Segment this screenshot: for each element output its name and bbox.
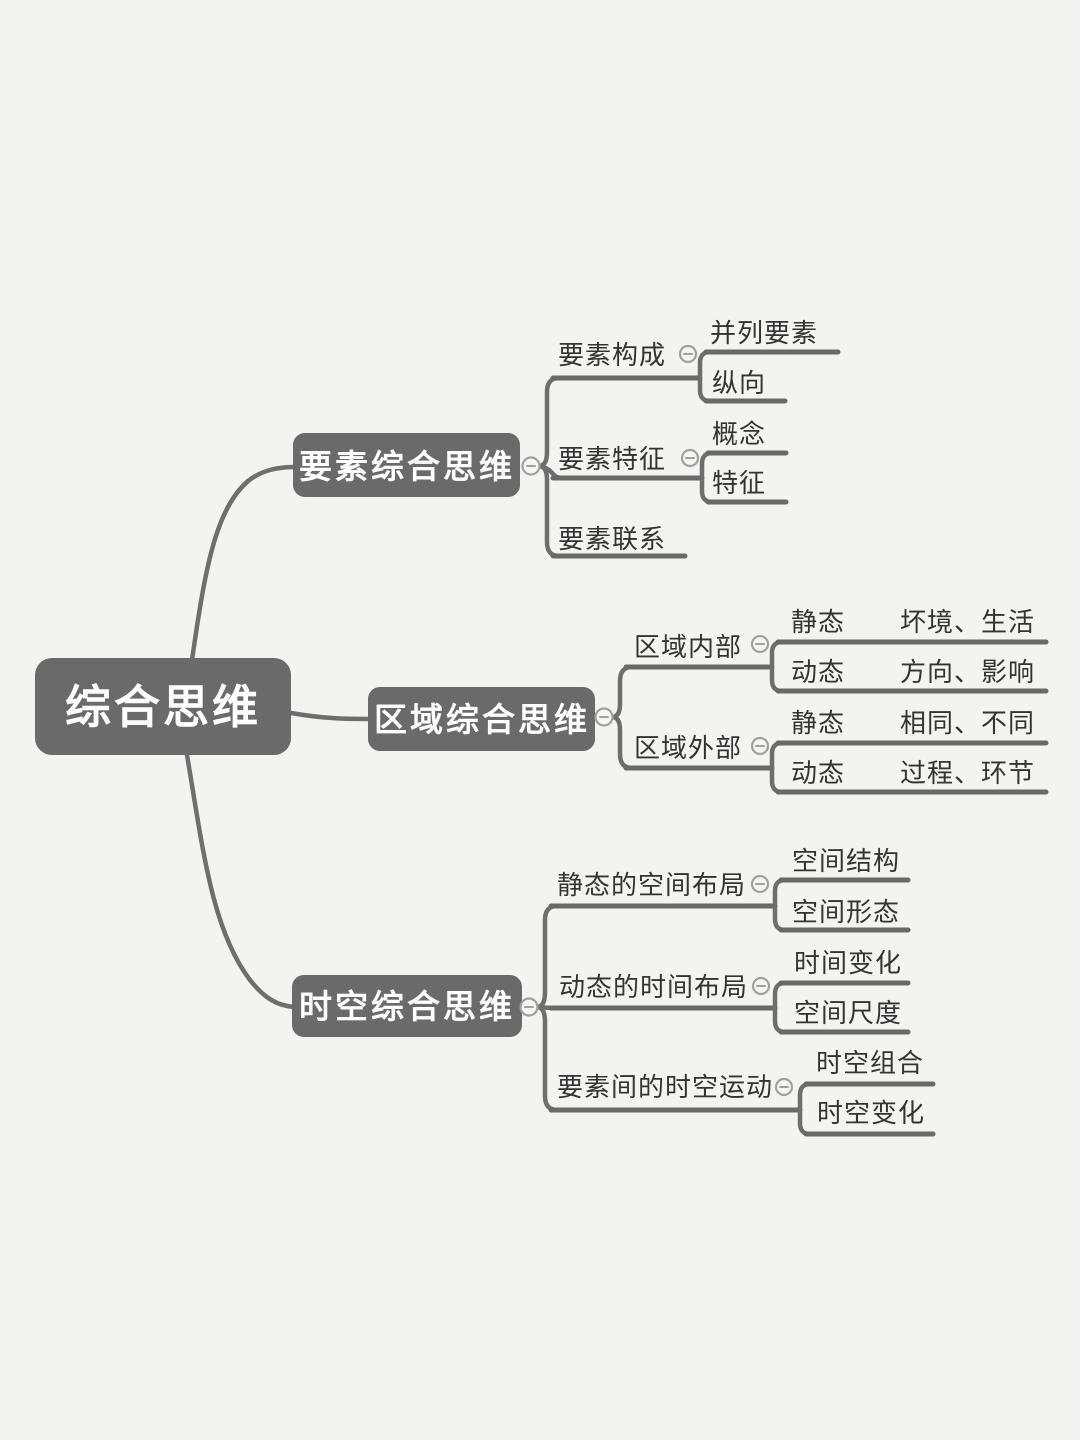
node-neibu-dongtai-detail[interactable]: 方向、影响	[900, 657, 1035, 687]
collapse-icon[interactable]	[680, 448, 700, 468]
node-neibu-jingtai[interactable]: 静态	[791, 607, 845, 637]
node-quyu-waibu[interactable]: 区域外部	[634, 733, 742, 763]
collapse-icon[interactable]	[678, 344, 698, 364]
edge-root-branch-2	[288, 710, 371, 722]
node-waibu-jingtai-detail[interactable]: 相同、不同	[900, 708, 1035, 738]
node-yaosujian-shikong-yundong[interactable]: 要素间的时空运动	[557, 1072, 773, 1102]
collapse-icon[interactable]	[750, 874, 770, 894]
bracket-dongtai-shijian	[772, 980, 788, 1035]
node-kongjian-xingtai[interactable]: 空间形态	[792, 897, 900, 927]
collapse-icon[interactable]	[751, 976, 771, 996]
bracket-yaosu-tezheng	[699, 450, 715, 505]
root-node-box[interactable]	[35, 658, 291, 755]
bracket-yaosu-goucheng	[697, 349, 713, 404]
node-shijian-bianhua[interactable]: 时间变化	[794, 948, 902, 978]
bracket-yaosujian-shikong	[797, 1081, 813, 1137]
node-waibu-jingtai[interactable]: 静态	[791, 708, 845, 738]
node-binglie-yaosu[interactable]: 并列要素	[710, 318, 818, 348]
node-dongtai-shijian-buju[interactable]: 动态的时间布局	[559, 972, 748, 1002]
branch-3-box[interactable]	[292, 975, 522, 1037]
branch-3-label: 时空综合思维	[299, 988, 515, 1025]
node-kongjian-jiegou[interactable]: 空间结构	[792, 846, 900, 876]
node-tezheng[interactable]: 特征	[712, 468, 766, 498]
collapse-icon[interactable]	[774, 1077, 794, 1097]
collapse-icon[interactable]	[521, 456, 541, 476]
node-yaosu-lianxi[interactable]: 要素联系	[558, 524, 666, 554]
edge-branch1-child-top	[536, 375, 562, 469]
node-gainian[interactable]: 概念	[712, 419, 766, 449]
collapse-icon[interactable]	[750, 736, 770, 756]
node-waibu-dongtai-detail[interactable]: 过程、环节	[900, 758, 1035, 788]
branch-1-box[interactable]	[293, 433, 520, 497]
node-neibu-dongtai[interactable]: 动态	[791, 657, 845, 687]
node-yaosu-tezheng[interactable]: 要素特征	[558, 444, 666, 474]
node-shikong-zuhe[interactable]: 时空组合	[816, 1048, 924, 1078]
branch-2-label: 区域综合思维	[374, 701, 590, 738]
node-zongxiang[interactable]: 纵向	[712, 368, 766, 398]
collapse-icon[interactable]	[594, 707, 614, 727]
bracket-quyu-neibu	[769, 639, 785, 694]
branch-1-label: 要素综合思维	[299, 448, 515, 485]
edge-branch2-child-top	[609, 664, 635, 720]
edge-root-branch-3	[184, 752, 298, 1010]
bracket-jingtai-kongjian	[772, 877, 788, 933]
node-neibu-jingtai-detail[interactable]: 坏境、生活	[900, 607, 1035, 637]
bracket-quyu-waibu	[769, 740, 785, 795]
collapse-icon[interactable]	[750, 634, 770, 654]
node-yaosu-goucheng[interactable]: 要素构成	[558, 340, 666, 370]
node-waibu-dongtai[interactable]: 动态	[791, 758, 845, 788]
edge-branch3-child-bottom	[534, 1004, 560, 1113]
edge-root-branch-1	[189, 464, 298, 663]
node-shikong-bianhua[interactable]: 时空变化	[817, 1098, 925, 1128]
node-kongjian-chidu[interactable]: 空间尺度	[794, 998, 902, 1028]
edge-branch3-child-top	[534, 903, 560, 1010]
node-quyu-neibu[interactable]: 区域内部	[634, 632, 742, 662]
collapse-icon[interactable]	[519, 997, 539, 1017]
root-node-label: 综合思维	[65, 681, 261, 733]
branch-2-box[interactable]	[368, 687, 595, 751]
edge-branch2-child-bottom	[609, 714, 635, 771]
node-jingtai-kongjian-buju[interactable]: 静态的空间布局	[557, 870, 746, 900]
